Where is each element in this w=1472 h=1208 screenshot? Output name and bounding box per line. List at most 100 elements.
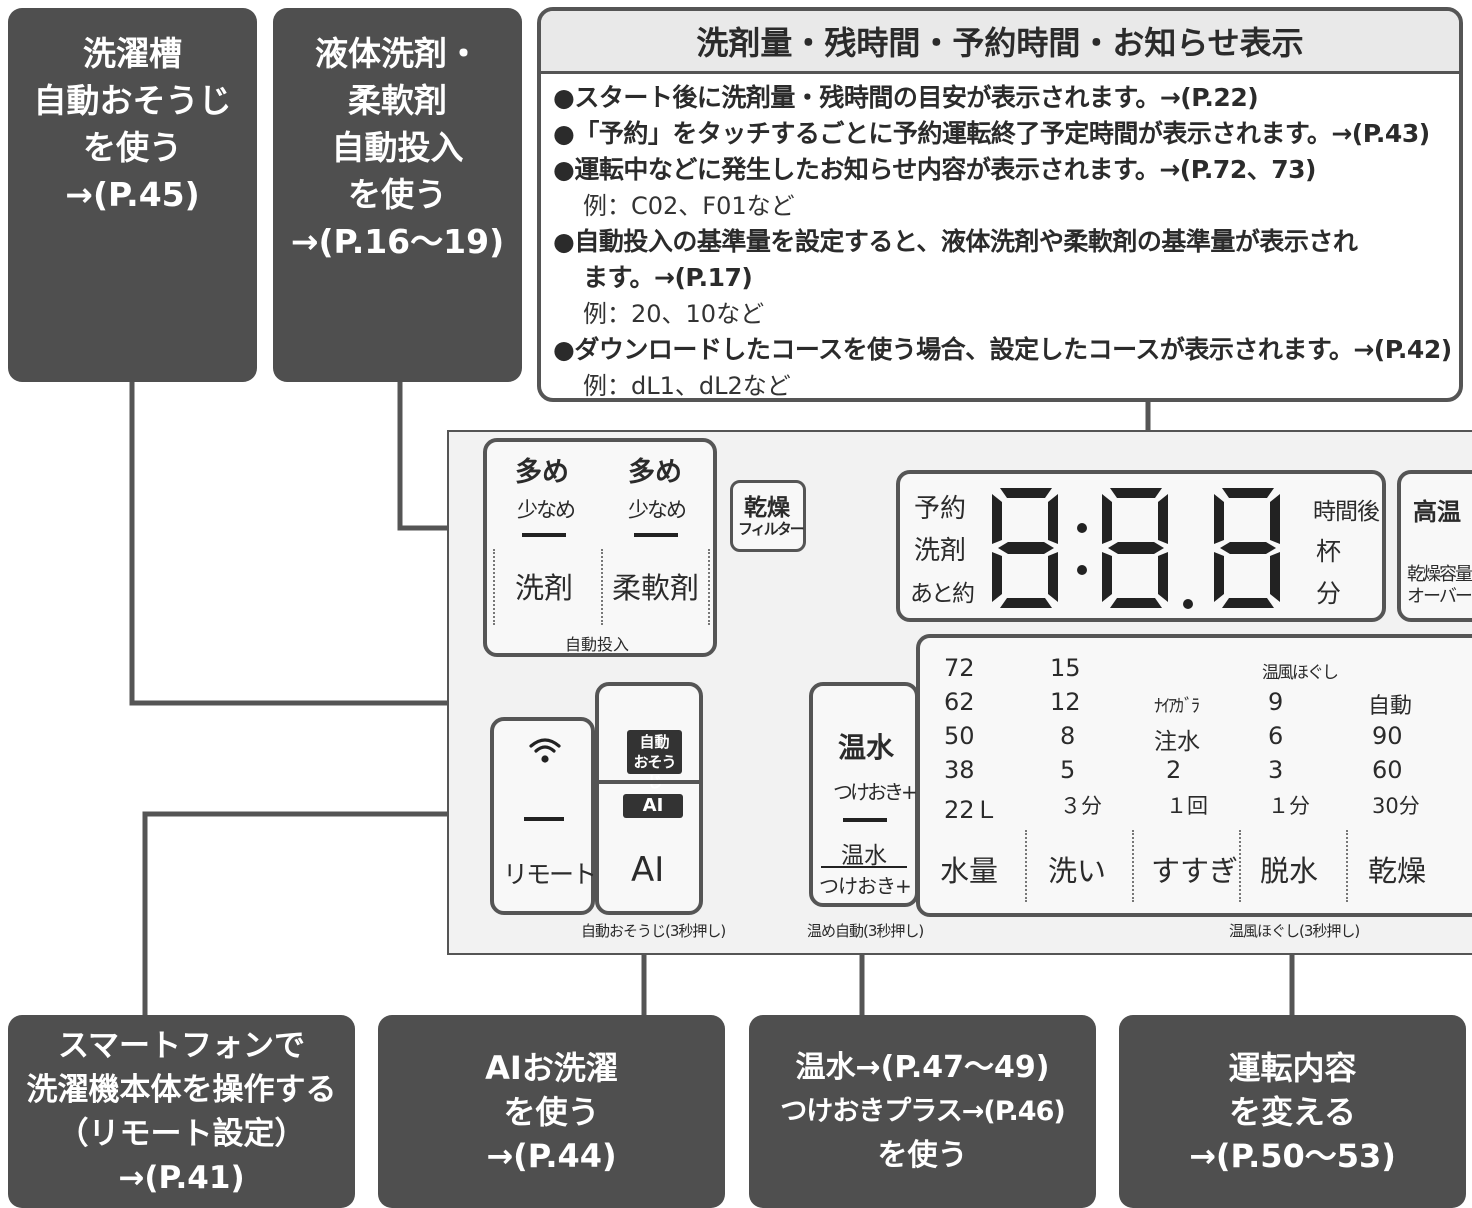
ai-caption: 自動おそうじ(3秒押し) bbox=[581, 922, 726, 940]
divider bbox=[1025, 830, 1027, 902]
warm-water-label-2: つけおき+ bbox=[819, 874, 912, 898]
page-ref: (P.22) bbox=[1180, 83, 1259, 112]
status-display: 予約 洗剤 あと約 bbox=[896, 470, 1386, 622]
callout-line: を使う bbox=[877, 1137, 968, 1173]
rinse-button[interactable]: すすぎ bbox=[1151, 854, 1239, 888]
callout-warm-water: 温水→(P.47〜49) つけおきプラス→(P.46) を使う bbox=[749, 1015, 1096, 1208]
info-box: 洗剤量・残時間・予約時間・お知らせ表示 ●スタート後に洗剤量・残時間の目安が表示… bbox=[537, 7, 1463, 402]
callout-line: AIお洗濯 bbox=[485, 1048, 618, 1087]
divider bbox=[599, 780, 699, 784]
wash-value: 12 bbox=[1050, 688, 1081, 716]
wifi-icon bbox=[529, 738, 561, 763]
dry-value: 30分 bbox=[1372, 794, 1420, 818]
callout-line: つけおきプラス→(P.46) bbox=[780, 1095, 1065, 1127]
course-caption: 温風ほぐし(3秒押し) bbox=[1229, 922, 1360, 940]
divider bbox=[601, 549, 603, 625]
rinse-value: 2 bbox=[1166, 756, 1182, 784]
water-value: 38 bbox=[944, 756, 975, 784]
connector-tub-clean bbox=[129, 360, 595, 706]
connector-remote bbox=[142, 811, 490, 1015]
rinse-value: １回 bbox=[1166, 794, 1208, 818]
info-row: ●運転中などに発生したお知らせ内容が表示されます。→(P.72、73) bbox=[553, 152, 1459, 188]
remote-button[interactable]: リモート bbox=[490, 717, 597, 915]
dry-filter-indicator: 乾燥 フィルター bbox=[730, 480, 806, 552]
callout-line: →(P.16〜19) bbox=[290, 222, 505, 261]
divider bbox=[1239, 830, 1241, 902]
display-label-cups: 杯 bbox=[1316, 537, 1342, 566]
grid-header-warm-air: 温風ほぐし bbox=[1262, 663, 1339, 683]
callout-line: →(P.44) bbox=[486, 1136, 617, 1175]
callout-line: 自動おそうじ bbox=[33, 81, 232, 120]
water-value: 22Ｌ bbox=[944, 796, 999, 824]
high-temp-indicator: 高温 乾燥容量 オーバー bbox=[1397, 470, 1472, 622]
divider bbox=[1346, 830, 1348, 902]
callout-line: を使う bbox=[503, 1092, 600, 1131]
softener-more-label: 多め bbox=[628, 457, 682, 488]
warm-water-button[interactable]: 温水 つけおき+ 温水 つけおき+ bbox=[809, 682, 919, 907]
callout-line: →(P.50〜53) bbox=[1189, 1136, 1396, 1175]
display-label-minutes: 分 bbox=[1316, 579, 1342, 608]
callout-tub-clean: 洗濯槽 自動おそうじ を使う →(P.45) bbox=[8, 8, 257, 382]
rinse-value: 注水 bbox=[1154, 729, 1200, 755]
auto-clean-badge: 自動 おそうじ bbox=[627, 730, 682, 791]
callout-operation: 運転内容 を変える →(P.50〜53) bbox=[1119, 1015, 1466, 1208]
callout-line: スマートフォンで bbox=[57, 1027, 306, 1064]
dry-button[interactable]: 乾燥 bbox=[1368, 854, 1427, 888]
dry-overload-label-2: オーバー bbox=[1407, 586, 1472, 607]
info-example: 例：20、10など bbox=[583, 300, 765, 328]
info-box-title: 洗剤量・残時間・予約時間・お知らせ表示 bbox=[541, 11, 1459, 74]
softener-level-indicator bbox=[634, 533, 678, 537]
info-row-continued: ます。→(P.17) bbox=[553, 260, 1459, 296]
warm-water-sub: つけおき+ bbox=[833, 780, 918, 804]
high-temp-label: 高温 bbox=[1413, 498, 1461, 526]
callout-line: 洗濯機本体を操作する bbox=[26, 1071, 337, 1108]
info-row: ●ダウンロードしたコースを使う場合、設定したコースが表示されます。→(P.42) bbox=[553, 332, 1459, 368]
detergent-button[interactable]: 洗剤 bbox=[515, 571, 574, 605]
wash-button[interactable]: 洗い bbox=[1048, 854, 1107, 888]
info-text: ます。→ bbox=[583, 263, 675, 292]
detergent-less-label: 少なめ bbox=[517, 498, 576, 522]
spin-value: 9 bbox=[1268, 688, 1284, 716]
info-text: ●ダウンロードしたコースを使う場合、設定したコースが表示されます。→ bbox=[553, 335, 1374, 364]
wash-value: 15 bbox=[1050, 654, 1081, 682]
dry-value: 90 bbox=[1372, 722, 1403, 750]
rinse-value: ﾅｲｱｶﾞﾗ bbox=[1154, 696, 1200, 717]
auto-clean-badge-line1: 自動 bbox=[639, 733, 670, 751]
callout-line: を変える bbox=[1228, 1092, 1357, 1131]
auto-clean-badge-line2: おそうじ bbox=[633, 753, 676, 791]
page-ref: (P.42) bbox=[1373, 335, 1452, 364]
callout-line: →(P.41) bbox=[118, 1159, 245, 1196]
warm-water-label-1: 温水 bbox=[841, 843, 887, 869]
info-text: ●自動投入の基準量を設定すると、液体洗剤や柔軟剤の基準量が表示され bbox=[553, 227, 1358, 256]
display-label-remaining: あと約 bbox=[910, 581, 975, 607]
info-row: ●スタート後に洗剤量・残時間の目安が表示されます。→(P.22) bbox=[553, 80, 1459, 116]
dry-filter-line2: フィルター bbox=[738, 520, 805, 538]
spin-value: １分 bbox=[1268, 794, 1310, 818]
info-box-body: ●スタート後に洗剤量・残時間の目安が表示されます。→(P.22) ●「予約」をタ… bbox=[541, 74, 1459, 400]
wash-value: 5 bbox=[1060, 756, 1076, 784]
water-value: 50 bbox=[944, 722, 975, 750]
info-text: ●「予約」をタッチするごとに予約運転終了予定時間が表示されます。→ bbox=[553, 119, 1352, 148]
divider bbox=[493, 549, 495, 625]
callout-line: を使う bbox=[348, 175, 447, 214]
callout-line: 洗濯槽 bbox=[83, 34, 182, 73]
softener-button[interactable]: 柔軟剤 bbox=[612, 571, 700, 605]
detergent-more-label: 多め bbox=[515, 457, 569, 488]
detergent-level-indicator bbox=[522, 533, 566, 537]
callout-line: 温水→(P.47〜49) bbox=[795, 1049, 1050, 1085]
ai-badge: AI bbox=[623, 794, 683, 818]
spin-button[interactable]: 脱水 bbox=[1260, 854, 1319, 888]
page-ref: (P.72、73) bbox=[1179, 155, 1317, 184]
ai-label: AI bbox=[631, 850, 665, 890]
page-ref: (P.43) bbox=[1351, 119, 1430, 148]
spin-value: 6 bbox=[1268, 722, 1284, 750]
softener-less-label: 少なめ bbox=[628, 498, 687, 522]
water-amount-button[interactable]: 水量 bbox=[940, 854, 999, 888]
ai-button[interactable]: 自動 おそうじ AI AI bbox=[595, 682, 703, 915]
seven-segment-digits bbox=[992, 488, 1280, 609]
auto-dose-group: 多め 多め 少なめ 少なめ 洗剤 柔軟剤 自動投入 bbox=[483, 438, 717, 657]
warm-water-indicator bbox=[843, 818, 887, 822]
callout-line: （リモート設定） bbox=[57, 1115, 306, 1152]
remote-indicator bbox=[524, 817, 564, 821]
info-example: 例：dL1、dL2など bbox=[583, 372, 791, 400]
